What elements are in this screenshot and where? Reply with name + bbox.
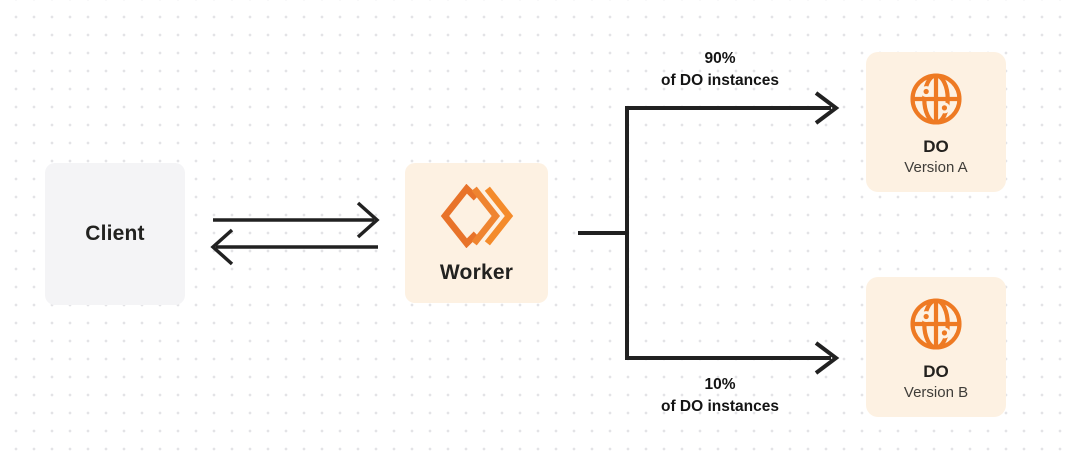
node-do-version-a: DO Version A (866, 52, 1006, 192)
node-client: Client (45, 163, 185, 305)
durable-object-globe-icon (906, 294, 966, 354)
do-b-title: DO (923, 361, 949, 381)
arrow-worker-to-do-b (627, 341, 840, 375)
cloudflare-workers-icon (439, 183, 515, 248)
arrow-client-to-worker (213, 201, 380, 239)
do-a-subtitle: Version A (904, 158, 968, 176)
arrow-worker-to-do-a (625, 91, 840, 360)
client-label: Client (85, 222, 145, 245)
node-do-version-b: DO Version B (866, 277, 1006, 417)
edge-label-10-percent-value: 10% (704, 376, 736, 393)
edge-label-90-percent-caption: of DO instances (661, 72, 779, 89)
do-b-subtitle: Version B (903, 383, 969, 401)
arrow-worker-to-client (210, 228, 378, 266)
edge-label-10-percent: 10% of DO instances (610, 374, 830, 418)
edge-label-10-percent-caption: of DO instances (661, 398, 779, 415)
node-worker: Worker (405, 163, 548, 303)
edge-label-90-percent-value: 90% (704, 50, 736, 67)
edge-label-90-percent: 90% of DO instances (610, 48, 830, 92)
do-a-title: DO (923, 136, 949, 156)
durable-object-globe-icon (906, 69, 966, 129)
worker-label: Worker (439, 260, 514, 284)
